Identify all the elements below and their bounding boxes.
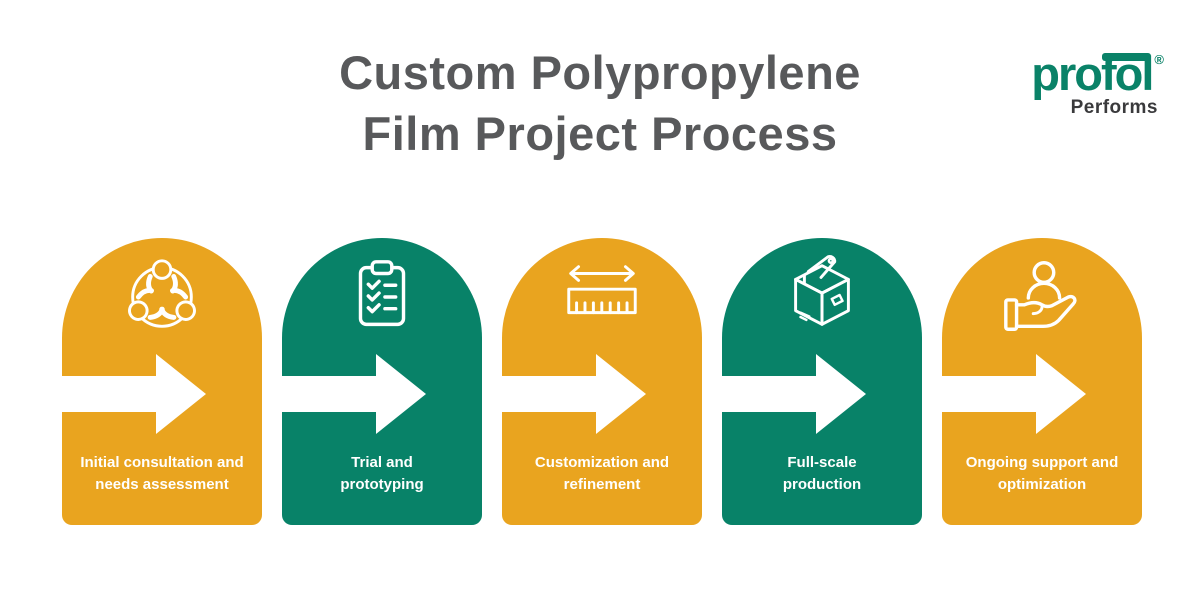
consultation-people-icon: [118, 252, 206, 340]
arrow-right-icon: [62, 354, 207, 434]
brand-wordmark: profol®: [1031, 50, 1164, 97]
brand-wordmark-prefix: pro: [1031, 47, 1103, 100]
step-card-2: Trial and prototyping: [282, 238, 482, 525]
brand-wordmark-ligature: fol: [1100, 47, 1154, 100]
shipping-box-icon: [778, 252, 866, 340]
step-card-1: Initial consultation and needs assessmen…: [62, 238, 262, 525]
arrow-right-icon: [502, 354, 647, 434]
arrow-right-icon: [722, 354, 867, 434]
clipboard-checklist-icon: [338, 252, 426, 340]
hand-support-icon: [998, 252, 1086, 340]
ruler-measure-icon: [558, 252, 646, 340]
brand-tagline: Performs: [1070, 97, 1158, 118]
brand-logo: profol® Performs: [1031, 50, 1164, 119]
arrow-right-icon: [942, 354, 1087, 434]
process-steps-row: Initial consultation and needs assessmen…: [62, 238, 1142, 525]
registered-trademark-icon: ®: [1154, 52, 1164, 67]
step-card-5: Ongoing support and optimization: [942, 238, 1142, 525]
step-label: Trial and prototyping: [340, 454, 424, 493]
page-title: Custom Polypropylene Film Project Proces…: [339, 46, 861, 160]
step-card-3: Customization and refinement: [502, 238, 702, 525]
step-label: Initial consultation and needs assessmen…: [80, 454, 244, 493]
step-label: Ongoing support and optimization: [965, 454, 1119, 493]
step-card-4: Full-scale production: [722, 238, 922, 525]
step-label: Full-scale production: [782, 454, 862, 493]
arrow-right-icon: [282, 354, 427, 434]
step-label: Customization and refinement: [534, 454, 670, 493]
